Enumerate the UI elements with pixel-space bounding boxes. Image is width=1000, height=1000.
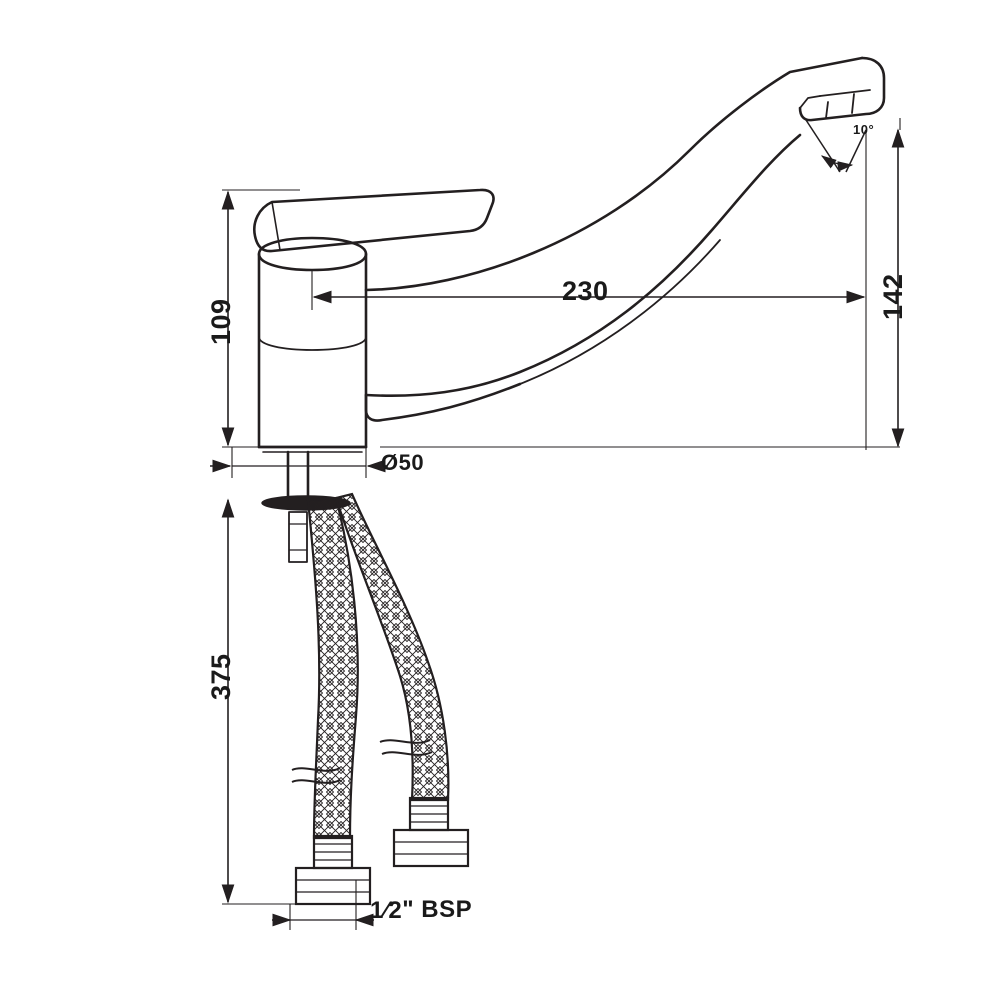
lever-handle <box>253 188 495 253</box>
dimension-label-109: 109 <box>206 298 236 345</box>
dimension-lines <box>210 118 905 930</box>
spout-underside-2 <box>519 239 721 385</box>
body-top-ellipse <box>257 236 368 272</box>
bsp-quote: " <box>402 896 415 923</box>
mounting-nut <box>288 511 308 563</box>
extension-lines <box>222 118 901 930</box>
spout-underside <box>364 382 522 422</box>
hose-right-break <box>379 739 433 756</box>
bsp-text: BSP <box>421 896 473 923</box>
dimension-label-142: 142 <box>878 273 908 320</box>
body-split-line <box>258 336 367 351</box>
bsp-fraction: 1⁄2 <box>370 897 402 925</box>
aerator-edge-2 <box>851 93 855 114</box>
flexible-hoses <box>291 492 470 906</box>
mounting-nut-lines <box>288 523 308 551</box>
hose-left-break <box>291 767 341 784</box>
spout-outer-top <box>364 56 864 292</box>
dimension-label-angle-10: 10° <box>853 122 875 137</box>
aerator-edge <box>825 101 829 119</box>
dimension-label-375: 375 <box>206 653 236 700</box>
shank <box>286 450 310 502</box>
hose-left-connector <box>294 834 372 906</box>
spout-nozzle-outer <box>798 56 886 122</box>
hose-left <box>306 496 359 840</box>
bsp-numerator: 1 <box>370 897 384 925</box>
faucet-body-geometry <box>253 56 886 563</box>
dim-angle-10 <box>805 119 867 173</box>
dimension-label-230: 230 <box>562 276 609 306</box>
spout-inner-bottom <box>364 133 802 398</box>
hose-right-connector <box>392 796 470 868</box>
bsp-denominator: 2 <box>388 897 403 925</box>
aerator-line <box>819 89 871 97</box>
dimension-label-bsp: 1⁄2 " BSP <box>370 896 472 925</box>
spout-nozzle-step <box>799 95 821 109</box>
bsp-slash: ⁄ <box>383 897 389 925</box>
dimension-label-diameter-50: Ø50 <box>381 450 425 475</box>
